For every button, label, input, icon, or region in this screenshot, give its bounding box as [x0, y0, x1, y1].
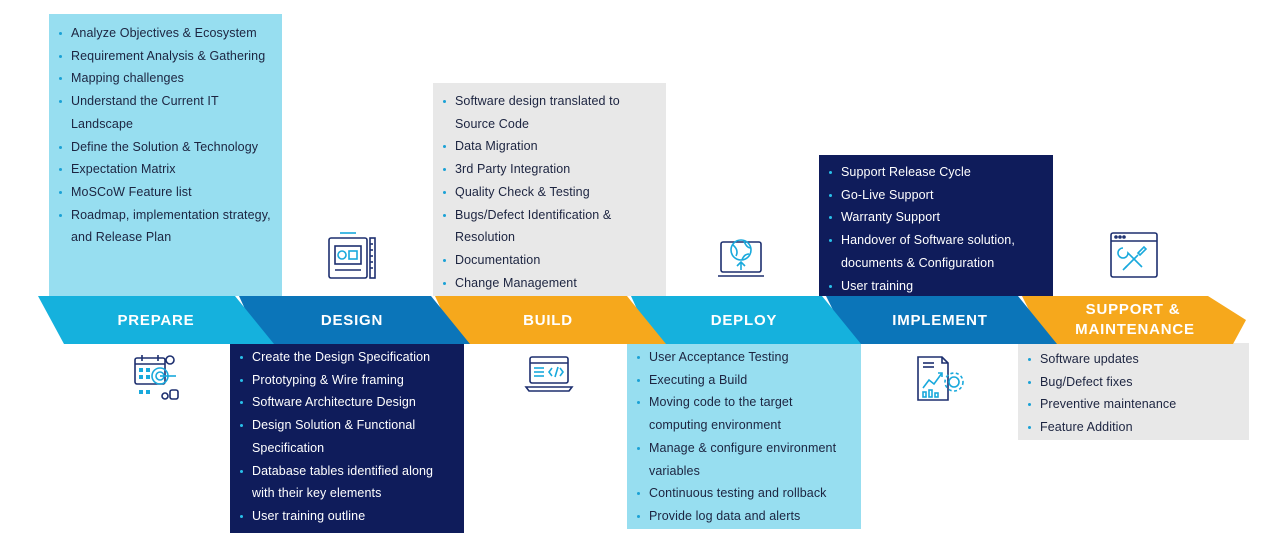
chevron-support: SUPPORT & MAINTENANCE: [1022, 296, 1246, 344]
stage-bullet-item: Bugs/Defect Identification & Resolution: [443, 204, 656, 249]
stage-bullet-item: Expectation Matrix: [59, 158, 272, 181]
stage-bullet-item: Software design translated to Source Cod…: [443, 90, 656, 135]
chevron-implement: IMPLEMENT: [826, 296, 1057, 344]
stage-bullet-item: Moving code to the target computing envi…: [637, 391, 851, 436]
code-laptop-icon: [524, 356, 574, 392]
stage-bullet-item: Analyze Objectives & Ecosystem: [59, 22, 272, 45]
stage-bullet-item: Executing a Build: [637, 369, 851, 392]
stage-bullet-item: Data Migration: [443, 135, 656, 158]
chevron-build: BUILD: [435, 296, 666, 344]
stage-bullet-item: User training outline: [240, 505, 454, 528]
stage-bullet-item: Handover of Software solution, documents…: [829, 229, 1043, 274]
stage-bullet-item: Manage & configure environment variables: [637, 437, 851, 482]
stage-bullet-item: Roadmap, implementation strategy, and Re…: [59, 204, 272, 249]
stage-bullet-item: Warranty Support: [829, 206, 1043, 229]
strategy-target-icon: [134, 355, 179, 400]
chevron-design-label: DESIGN: [321, 312, 383, 329]
stage-bullet-item: Support Release Cycle: [829, 161, 1043, 184]
stage-bullet-item: Preventive maintenance: [1028, 393, 1239, 416]
stage-bullet-item: Design Solution & Functional Specificati…: [240, 414, 454, 459]
chevron-prepare: PREPARE: [38, 296, 274, 344]
chevron-design: DESIGN: [239, 296, 470, 344]
stage-bullet-item: Understand the Current IT Landscape: [59, 90, 272, 135]
chevron-support-label-line1: SUPPORT &: [1086, 301, 1181, 318]
chevron-deploy-label: DEPLOY: [711, 312, 777, 329]
design-blueprint-icon: [328, 232, 376, 279]
stage-bullet-item: Prototyping & Wire framing: [240, 369, 454, 392]
build-details-box: Software design translated to Source Cod…: [433, 83, 666, 296]
stage-bullet-item: Quality Check & Testing: [443, 181, 656, 204]
stage-bullet-item: Documentation: [443, 249, 656, 272]
implement-report-gear-icon: [917, 356, 964, 401]
chevron-build-label: BUILD: [523, 312, 573, 329]
stage-bullet-item: Requirement Analysis & Gathering: [59, 45, 272, 68]
chevron-implement-label: IMPLEMENT: [892, 312, 988, 329]
chevron-deploy: DEPLOY: [631, 296, 861, 344]
stage-bullet-item: 3rd Party Integration: [443, 158, 656, 181]
stage-bullet-item: Feature Addition: [1028, 416, 1239, 439]
build-details-list: Software design translated to Source Cod…: [443, 90, 656, 295]
stage-bullet-item: Bug/Defect fixes: [1028, 371, 1239, 394]
stage-bullet-item: Define the Solution & Technology: [59, 136, 272, 159]
support-tools-window-icon: [1110, 232, 1158, 278]
chevron-support-label-line2: MAINTENANCE: [1075, 321, 1195, 338]
stage-bullet-item: Change Management: [443, 272, 656, 295]
stage-bullet-item: Software updates: [1028, 348, 1239, 371]
stage-bullet-item: MoSCoW Feature list: [59, 181, 272, 204]
stage-bullet-item: Mapping challenges: [59, 67, 272, 90]
stage-bullet-item: Go-Live Support: [829, 184, 1043, 207]
stage-bullet-item: Provide log data and alerts: [637, 505, 851, 528]
deploy-globe-monitor-icon: [718, 239, 764, 277]
chevron-prepare-label: PREPARE: [117, 312, 194, 329]
stage-bullet-item: Software Architecture Design: [240, 391, 454, 414]
stage-bullet-item: Database tables identified along with th…: [240, 460, 454, 505]
stage-bullet-item: Continuous testing and rollback: [637, 482, 851, 505]
stage-bullet-item: User Acceptance Testing: [637, 346, 851, 369]
stage-bullet-item: User training: [829, 275, 1043, 298]
stage-bullet-item: Create the Design Specification: [240, 346, 454, 369]
